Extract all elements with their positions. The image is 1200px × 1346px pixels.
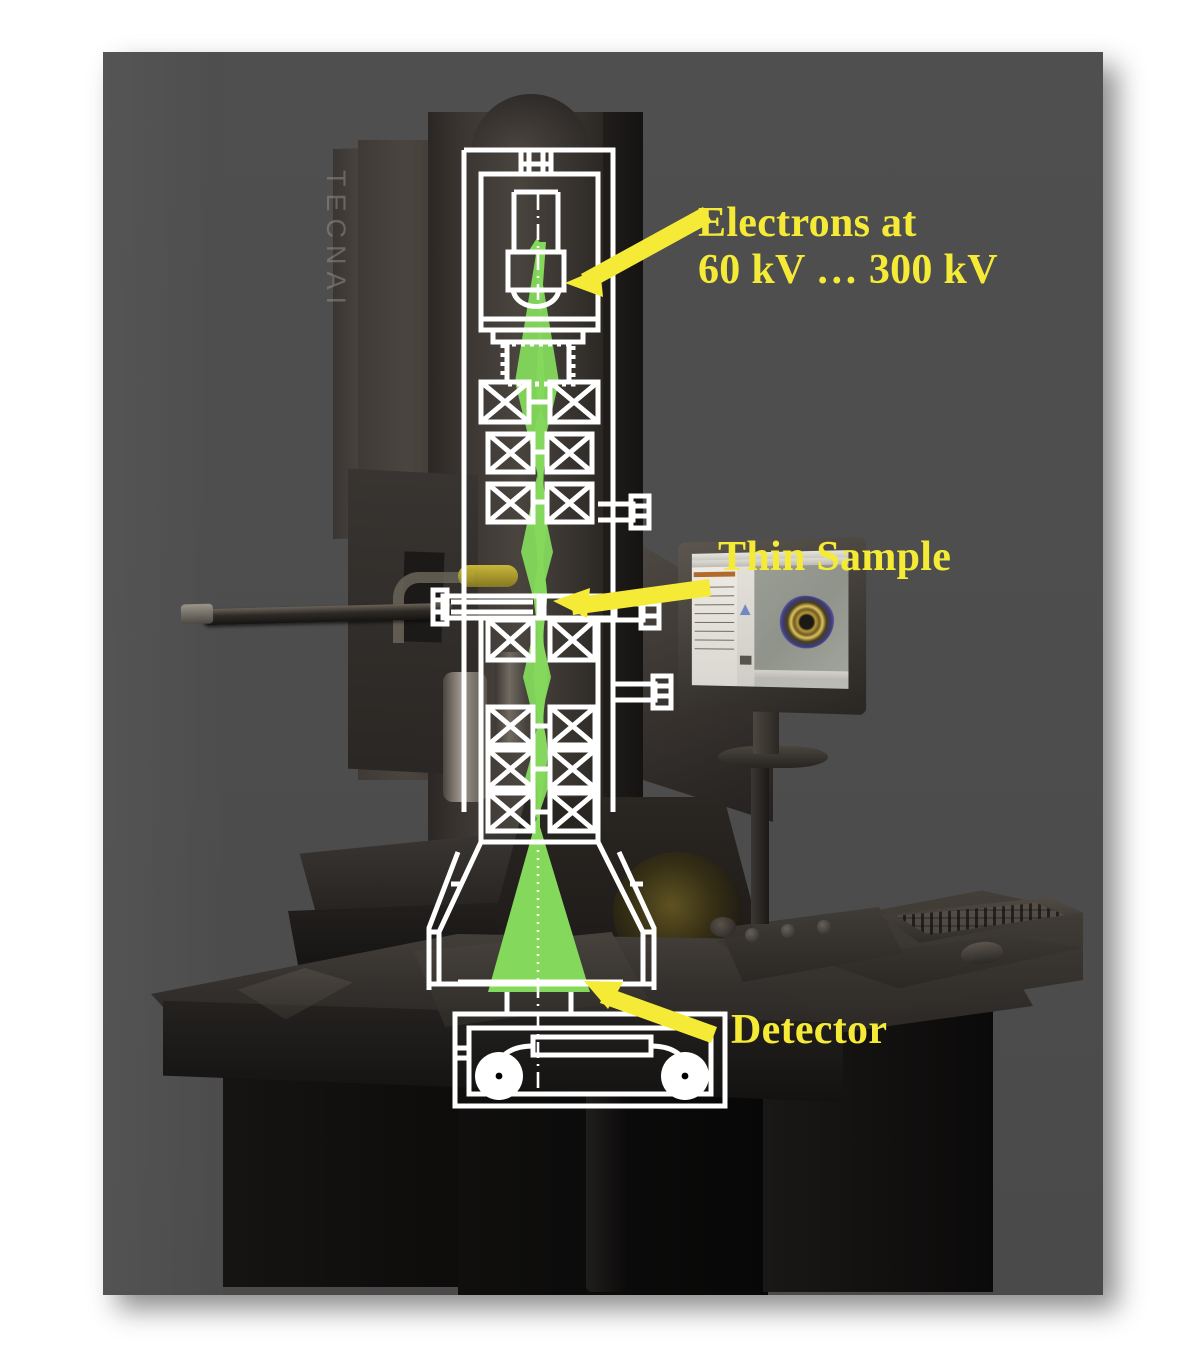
gas-cylinder (443, 672, 487, 802)
square-tool-icon[interactable] (739, 655, 752, 665)
parameter-rows (694, 580, 735, 650)
yellow-hose (458, 565, 518, 587)
label-electrons-at-kv: Electrons at 60 kV … 300 kV (698, 200, 998, 294)
label-thin-sample: Thin Sample (718, 534, 952, 580)
wall-shadow (103, 52, 223, 1295)
specimen-holder-grip[interactable] (180, 603, 214, 625)
control-knob-3[interactable] (817, 920, 831, 934)
label-detector: Detector (731, 1007, 888, 1053)
gas-cylinder-small (495, 652, 527, 752)
control-knob-2[interactable] (781, 924, 795, 938)
monitor-pole (751, 764, 769, 924)
monitor-neck (753, 704, 779, 754)
control-knob-1[interactable] (745, 928, 759, 942)
tecnai-brand-text: TECNAI (321, 170, 351, 312)
support-leg (586, 1092, 626, 1292)
monitor-stand (718, 746, 828, 768)
trackball[interactable] (710, 917, 736, 937)
software-statusbar (754, 669, 849, 681)
tool-column[interactable] (737, 566, 755, 687)
slide-canvas: TECNAI (103, 52, 1103, 1295)
column-shadow (603, 112, 643, 872)
